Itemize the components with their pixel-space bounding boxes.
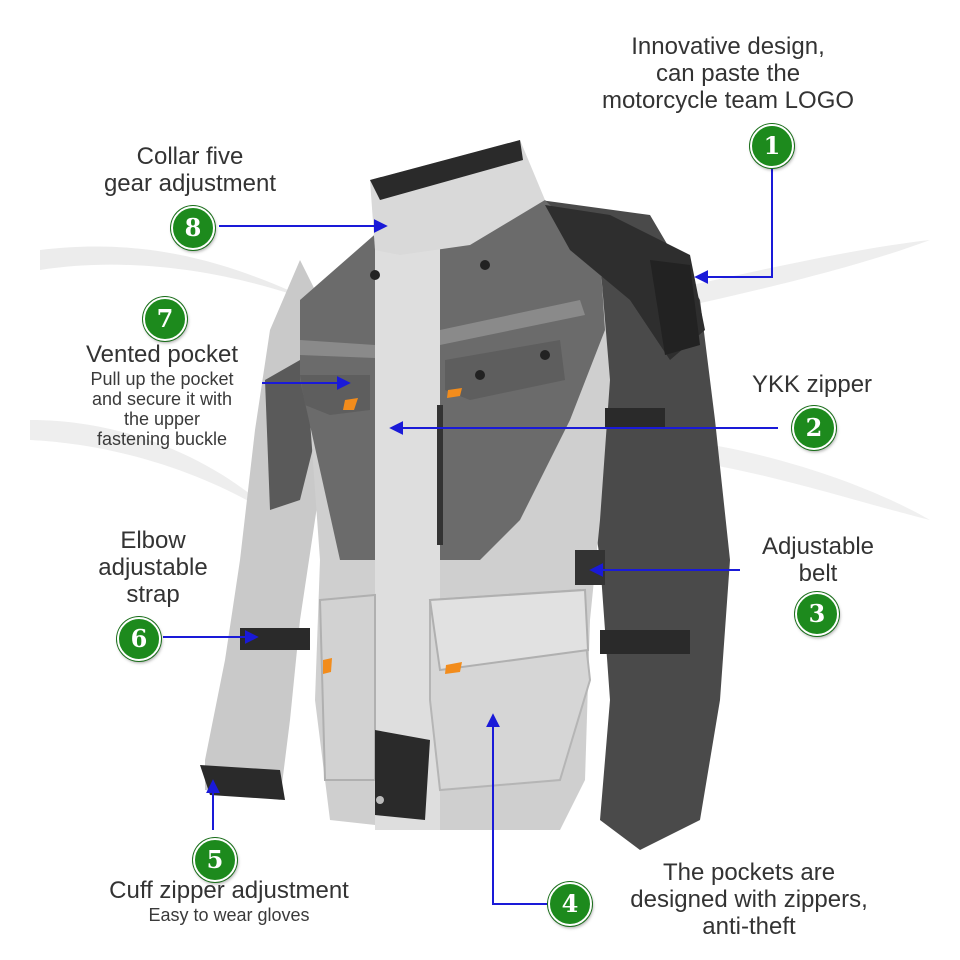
callout-1-line-1: Innovative design, bbox=[631, 33, 825, 60]
callout-7-sub-4: fastening buckle bbox=[96, 429, 228, 450]
callout-3-line-2: belt bbox=[798, 559, 838, 587]
badge-5: 5 bbox=[193, 838, 237, 882]
badge-7: 7 bbox=[143, 297, 187, 341]
callout-3-line-1: Adjustable bbox=[761, 533, 875, 560]
badge-6: 6 bbox=[117, 617, 161, 661]
badge-3: 3 bbox=[795, 592, 839, 636]
callout-8-line-2: gear adjustment bbox=[103, 169, 277, 197]
callout-7-text: Vented pocket Pull up the pocket and sec… bbox=[52, 341, 272, 450]
callout-4-line-2: designed with zippers, bbox=[630, 885, 868, 913]
callout-3-text: Adjustable belt bbox=[738, 533, 898, 588]
callout-6-line-3: strap bbox=[126, 580, 180, 608]
callout-5-sub-1: Easy to wear gloves bbox=[148, 904, 310, 925]
callout-6-line-2: adjustable bbox=[98, 553, 208, 581]
callout-7-line-1: Vented pocket bbox=[85, 341, 239, 368]
callout-1-line-2: can paste the bbox=[655, 59, 801, 87]
callout-5-line-1: Cuff zipper adjustment bbox=[109, 877, 349, 904]
badge-4: 4 bbox=[548, 882, 592, 926]
callout-8-text: Collar five gear adjustment bbox=[70, 143, 310, 198]
callout-1-text: Innovative design, can paste the motorcy… bbox=[560, 33, 896, 115]
callout-7-sub-3: the upper bbox=[123, 409, 201, 430]
callout-8-line-1: Collar five bbox=[136, 143, 244, 170]
badge-8: 8 bbox=[171, 206, 215, 250]
callout-5-text: Cuff zipper adjustment Easy to wear glov… bbox=[66, 877, 392, 925]
badge-1: 1 bbox=[750, 124, 794, 168]
callout-6-line-1: Elbow bbox=[120, 527, 186, 554]
callout-6-text: Elbow adjustable strap bbox=[70, 527, 236, 609]
callout-7-sub-2: and secure it with bbox=[91, 389, 233, 410]
callout-2-text: YKK zipper bbox=[728, 371, 896, 399]
callout-4-line-3: anti-theft bbox=[702, 912, 796, 940]
callout-7-sub-1: Pull up the pocket bbox=[90, 368, 234, 389]
badge-2: 2 bbox=[792, 406, 836, 450]
callout-4-text: The pockets are designed with zippers, a… bbox=[596, 859, 902, 941]
callout-1-line-3: motorcycle team LOGO bbox=[601, 86, 855, 114]
callout-2-line-1: YKK zipper bbox=[751, 371, 873, 398]
callout-4-line-1: The pockets are bbox=[662, 859, 836, 886]
